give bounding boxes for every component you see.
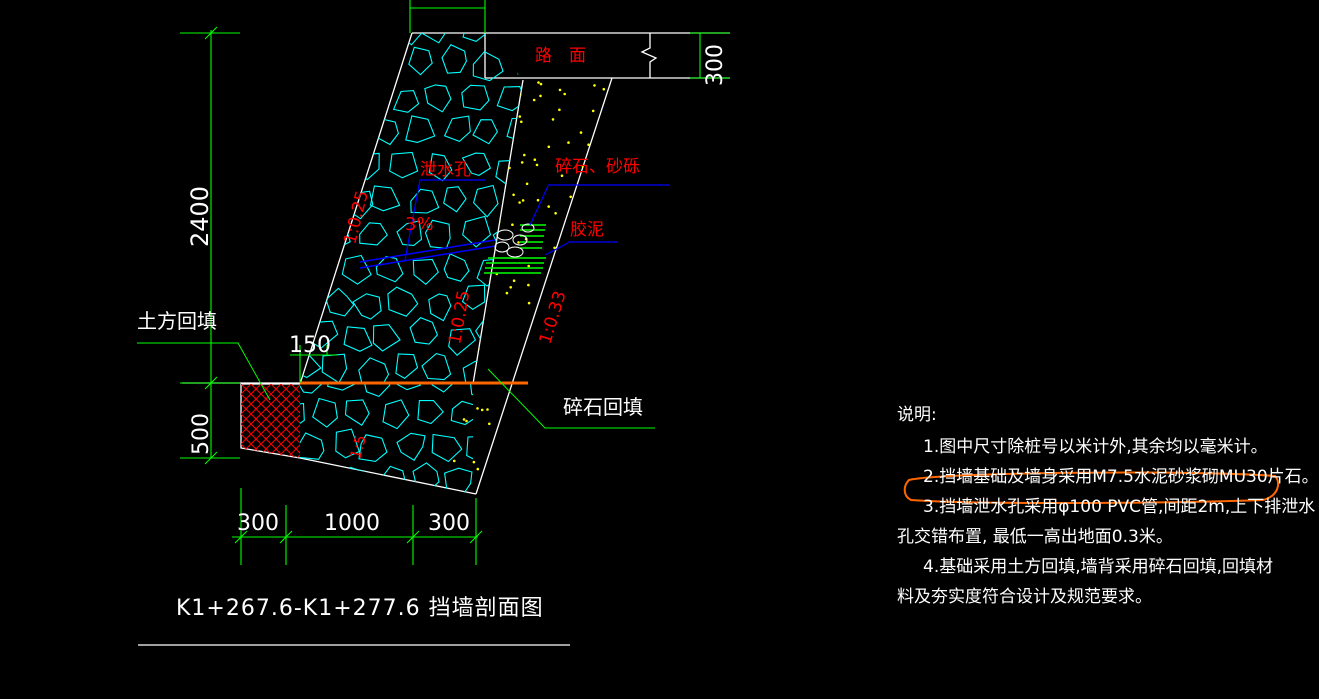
blue-leaders	[404, 179, 670, 261]
dim-right-label: 300	[428, 511, 470, 536]
note-item-2: 2.挡墙基础及墙身采用M7.5水泥砂浆砌MU30片石。	[923, 467, 1319, 487]
road-thickness-label: 300	[703, 44, 728, 86]
slope-3pct-label: 3%	[405, 214, 434, 235]
note-item-4-cont: 料及夯实度符合设计及规范要求。	[897, 587, 1152, 607]
filter-stones	[494, 223, 535, 258]
toe-width-label: 150	[289, 333, 331, 358]
weep-hole-pipe	[359, 239, 496, 269]
note-item-1: 1.图中尺寸除桩号以米计外,其余均以毫米计。	[923, 437, 1268, 457]
gravel-backfill-label: 碎石回填	[563, 395, 643, 419]
clay-label: 胶泥	[570, 220, 604, 240]
dim-mid-label: 1000	[324, 511, 380, 536]
total-height-label: 2400	[186, 186, 214, 247]
note-item-3-cont: 孔交错布置, 最低一高出地面0.3米。	[897, 527, 1173, 547]
highlight-ellipse	[903, 471, 1280, 504]
slope-front-label: 1:0.25	[340, 189, 373, 247]
leader-lines	[137, 342, 655, 429]
wall-outline	[240, 32, 613, 495]
dim-left-label: 300	[237, 511, 279, 536]
weep-hole-label: 泄水孔	[420, 160, 471, 180]
earth-backfill-label: 土方回填	[137, 309, 217, 333]
foundation-height-label: 500	[189, 413, 214, 455]
drawing-title: K1+267.6-K1+277.6 挡墙剖面图	[176, 596, 544, 621]
note-item-3: 3.挡墙泄水孔采用φ100 PVC管,间距2m,上下排泄水	[923, 497, 1316, 517]
slope-back-label: 1:0.25	[445, 289, 474, 346]
dimension-lines	[180, 0, 730, 565]
notes-heading: 说明:	[897, 405, 937, 425]
gravel-sand-label: 碎石、砂砾	[555, 157, 640, 177]
slope-base-label: 1:5	[346, 433, 370, 461]
note-item-4: 4.基础采用土方回填,墙背采用碎石回填,回填材	[923, 557, 1274, 577]
road-slab	[484, 32, 730, 79]
clay-filter-block	[484, 224, 546, 274]
rubble-stone-pattern	[300, 33, 523, 494]
design-notes: 说明: 1.图中尺寸除桩号以米计外,其余均以毫米计。 2.挡墙基础及墙身采用M7…	[897, 400, 1319, 612]
road-surface-label: 路 面	[535, 46, 586, 66]
